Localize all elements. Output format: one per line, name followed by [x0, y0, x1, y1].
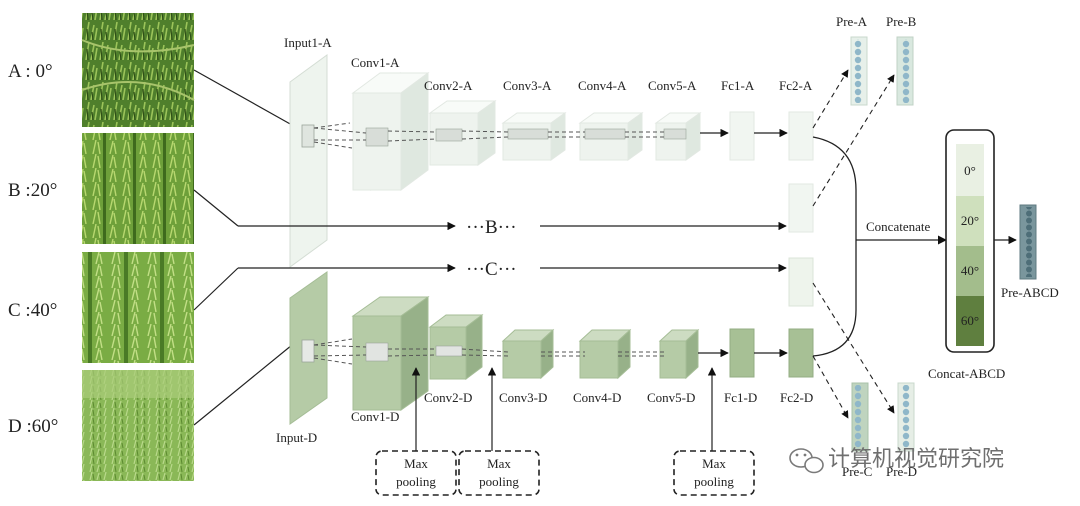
pooling-1-line1: Max [404, 456, 428, 471]
wechat-icon [789, 448, 824, 474]
conv4-d-label: Conv4-D [573, 390, 621, 405]
angle-label-c: C :40° [8, 300, 57, 321]
branch-d: Input-D Conv1-D Conv2-D Conv3-D Conv4-D [276, 271, 814, 445]
angle-label-b: B :20° [8, 180, 57, 201]
input-d-slab [289, 271, 328, 425]
pooling-1-line2: pooling [396, 474, 436, 489]
conv5-a-block [654, 112, 702, 161]
angle-label-a: A : 0° [8, 61, 53, 82]
conv2-d-block [428, 314, 484, 380]
max-pooling-box-1: Max pooling [375, 450, 457, 496]
conv2-a-block [428, 100, 497, 166]
conv5-d-block [658, 328, 700, 380]
concat-seg-label-20: 20° [961, 213, 979, 228]
pre-a-vector [850, 36, 868, 106]
conv1-d-block [351, 296, 430, 411]
fc1-a-block [729, 111, 755, 161]
watermark-text: 计算机视觉研究院 [828, 447, 1004, 472]
fc2-d-block [788, 328, 814, 378]
pooling-3-line2: pooling [694, 474, 734, 489]
max-pooling-box-3: Max pooling [673, 450, 755, 496]
concat-seg-label-40: 40° [961, 263, 979, 278]
pre-a-label: Pre-A [836, 14, 868, 29]
concat-abcd-label: Concat-ABCD [928, 366, 1005, 381]
watermark: 计算机视觉研究院 [789, 447, 1004, 474]
pre-c-vector [851, 382, 869, 452]
branch-c-label: ···C··· [466, 259, 517, 280]
field-photo-d [82, 370, 194, 481]
pooling-3-line1: Max [702, 456, 726, 471]
fc2-a-label: Fc2-A [779, 78, 813, 93]
conv3-d-block [501, 328, 555, 380]
pre-b-vector [896, 36, 914, 106]
conv4-a-label: Conv4-A [578, 78, 627, 93]
conv2-d-label: Conv2-D [424, 390, 472, 405]
pooling-2-line2: pooling [479, 474, 519, 489]
fc2-d-label: Fc2-D [780, 390, 813, 405]
pre-d-vector [897, 382, 915, 452]
input-d-label: Input-D [276, 430, 317, 445]
concat-abcd-box: 0° 20° 40° 60° [945, 129, 995, 353]
pre-d-label: Pre-D [886, 464, 917, 479]
pooling-2-line1: Max [487, 456, 511, 471]
pre-b-label: Pre-B [886, 14, 917, 29]
conv1-d-label: Conv1-D [351, 409, 399, 424]
concat-seg-label-60: 60° [961, 313, 979, 328]
conv3-a-label: Conv3-A [503, 78, 552, 93]
input-a-label: Input1-A [284, 35, 332, 50]
fc2-a-block [788, 111, 814, 161]
pooling-arrows [411, 367, 717, 451]
angle-label-d: D :60° [8, 416, 58, 437]
fc1-d-label: Fc1-D [724, 390, 757, 405]
fc2-c-block [788, 257, 814, 307]
conv5-a-label: Conv5-A [648, 78, 697, 93]
field-photo-b [82, 133, 194, 244]
conv1-a-block [351, 72, 430, 191]
branch-a: Input1-A Conv1-A Conv2-A Conv3-A [284, 35, 814, 268]
input-a-slab [289, 54, 328, 268]
concat-segment-40 [956, 246, 984, 296]
max-pooling-box-2: Max pooling [458, 450, 540, 496]
concat-segment-60 [956, 296, 984, 346]
field-photo-c [82, 252, 194, 363]
output-dashed-arrows [812, 69, 895, 419]
pre-abcd-vector [1019, 204, 1037, 280]
photo-connectors [193, 69, 293, 426]
pre-c-label: Pre-C [842, 464, 872, 479]
fc1-a-label: Fc1-A [721, 78, 755, 93]
concat-segment-20 [956, 196, 984, 246]
concatenate-label: Concatenate [866, 219, 930, 234]
fc1-d-block [729, 328, 755, 378]
conv3-d-label: Conv3-D [499, 390, 547, 405]
concat-segment-0 [956, 144, 984, 196]
conv2-a-label: Conv2-A [424, 78, 473, 93]
concat-seg-label-0: 0° [964, 163, 976, 178]
conv1-a-label: Conv1-A [351, 55, 400, 70]
branch-b-label: ···B··· [466, 217, 517, 238]
conv5-d-label: Conv5-D [647, 390, 695, 405]
conv3-a-block [501, 112, 567, 161]
concat-bracket [812, 136, 947, 357]
conv4-a-block [578, 112, 644, 161]
fc2-b-block [788, 183, 814, 233]
conv4-d-block [578, 328, 632, 380]
pre-abcd-label: Pre-ABCD [1001, 285, 1059, 300]
field-photo-a [81, 13, 195, 127]
